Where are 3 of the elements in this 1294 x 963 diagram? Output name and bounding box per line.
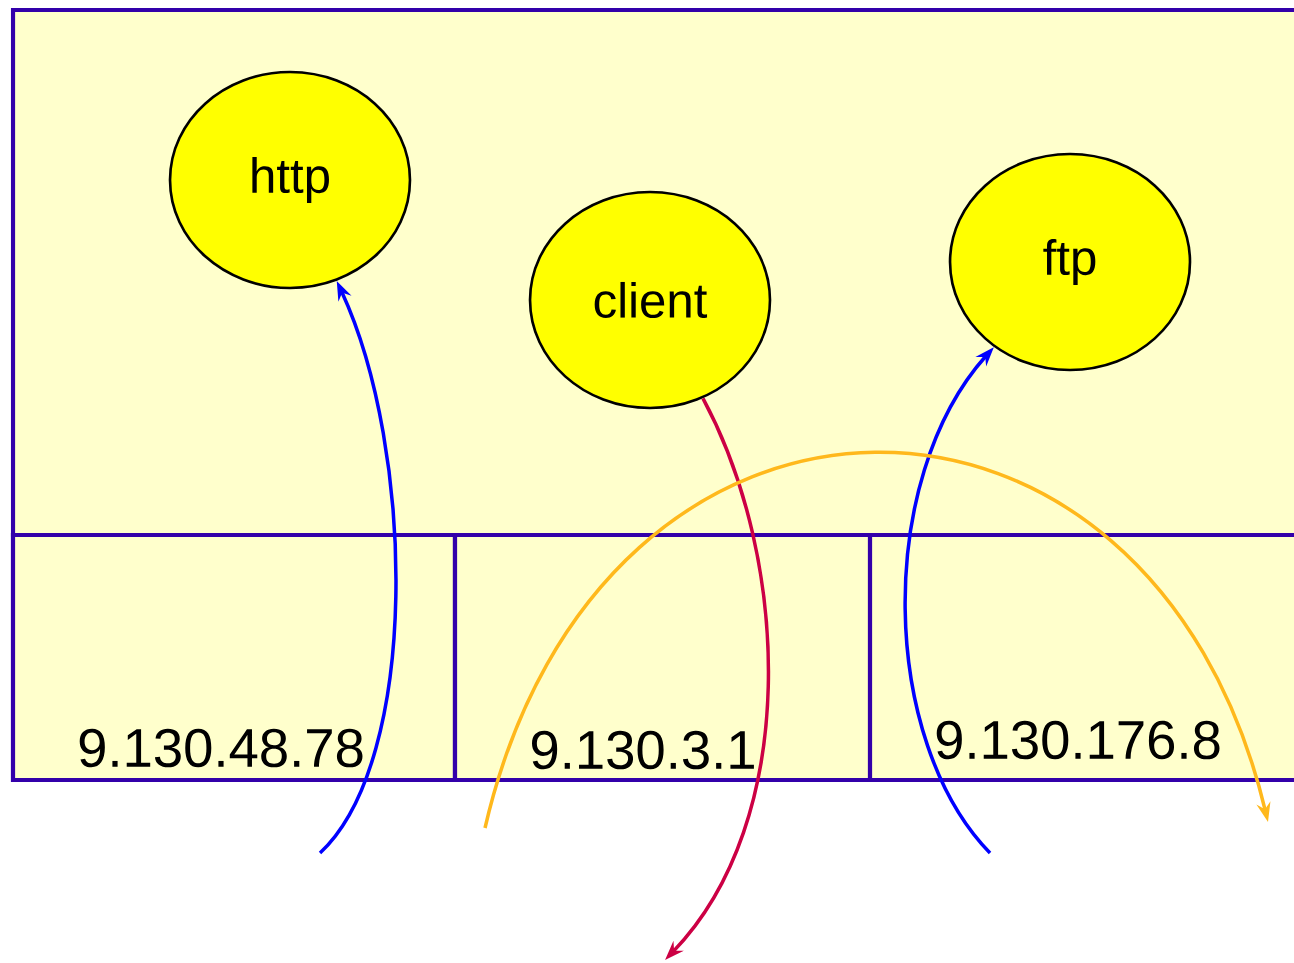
address-cell: 9.130.176.8 (867, 532, 1294, 783)
address-cell: 9.130.3.1 (452, 532, 873, 783)
address-cell: 9.130.48.78 (10, 532, 458, 783)
